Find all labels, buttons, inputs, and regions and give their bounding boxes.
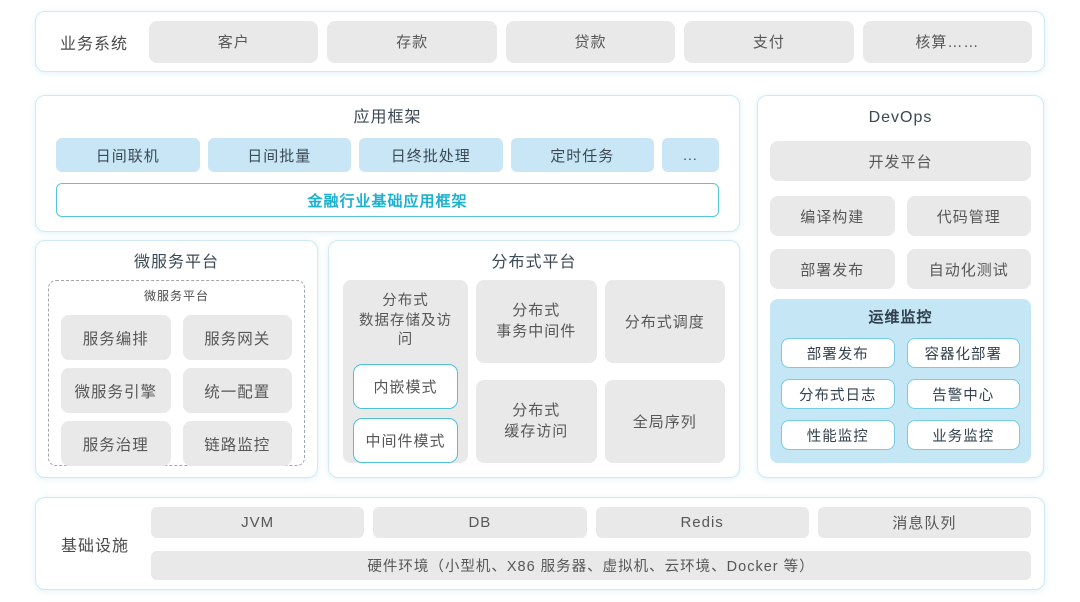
business-systems-panel: 业务系统 客户 存款 贷款 支付 核算…… (35, 11, 1045, 72)
devops-item-build: 编译构建 (770, 196, 895, 236)
infra-item-mq: 消息队列 (817, 507, 1031, 538)
monitor-item-perf-monitor: 性能监控 (781, 420, 895, 450)
distributed-panel: 分布式平台 分布式 数据存储及访问 内嵌模式 中间件模式 分布式 事务中间件 分… (328, 240, 740, 478)
monitor-item-distributed-log: 分布式日志 (781, 379, 895, 409)
devops-dev-platform: 开发平台 (770, 141, 1031, 181)
fw-item-daytime-batch: 日间批量 (207, 138, 351, 172)
ops-monitor-panel: 运维监控 部署发布 容器化部署 分布式日志 告警中心 性能监控 业务监控 (770, 299, 1031, 463)
ms-item-unified-config: 统一配置 (182, 368, 292, 413)
ops-monitor-title: 运维监控 (868, 309, 933, 326)
fw-item-daytime-online: 日间联机 (56, 138, 200, 172)
microservice-inner-title: 微服务平台 (143, 289, 209, 303)
distributed-middle-column: 分布式 事务中间件 分布式 缓存访问 (476, 280, 597, 463)
business-item-payment: 支付 (684, 20, 854, 63)
monitor-item-biz-monitor: 业务监控 (906, 420, 1020, 450)
microservice-title: 微服务平台 (133, 254, 219, 271)
ops-monitor-grid: 部署发布 容器化部署 分布式日志 告警中心 性能监控 业务监控 (781, 338, 1020, 450)
microservice-inner-box: 微服务平台 服务编排 服务网关 微服务引擎 统一配置 服务治理 链路监控 (48, 280, 305, 466)
ms-item-trace-monitor: 链路监控 (182, 421, 292, 466)
distributed-storage-box: 分布式 数据存储及访问 内嵌模式 中间件模式 (343, 280, 468, 463)
infrastructure-row: JVM DB Redis 消息队列 (151, 507, 1031, 538)
ms-item-orchestration: 服务编排 (61, 315, 171, 360)
app-framework-row: 日间联机 日间批量 日终批处理 定时任务 ... (56, 138, 719, 172)
fw-base-framework: 金融行业基础应用框架 (56, 183, 719, 217)
distributed-body: 分布式 数据存储及访问 内嵌模式 中间件模式 分布式 事务中间件 分布式 缓存访… (343, 280, 725, 463)
monitor-item-container-deploy: 容器化部署 (906, 338, 1020, 368)
fw-item-scheduled-tasks: 定时任务 (510, 138, 654, 172)
devops-item-deploy: 部署发布 (770, 249, 895, 289)
distributed-title: 分布式平台 (491, 254, 577, 271)
ms-item-gateway: 服务网关 (182, 315, 292, 360)
business-item-loan: 贷款 (505, 20, 676, 63)
monitor-item-deploy-release: 部署发布 (781, 338, 895, 368)
infra-item-jvm: JVM (151, 507, 365, 538)
ms-item-governance: 服务治理 (61, 421, 171, 466)
storage-mode-middleware: 中间件模式 (353, 417, 458, 463)
infra-hardware-bar: 硬件环境（小型机、X86 服务器、虚拟机、云环境、Docker 等） (151, 551, 1031, 580)
devops-item-code-mgmt: 代码管理 (906, 196, 1031, 236)
devops-title: DevOps (868, 109, 933, 126)
infrastructure-label: 基础设施 (60, 537, 129, 555)
business-item-customer: 客户 (149, 20, 319, 63)
fw-item-more: ... (662, 138, 719, 172)
app-framework-title: 应用框架 (353, 109, 422, 126)
storage-mode-embedded: 内嵌模式 (353, 363, 458, 409)
devops-grid: 编译构建 代码管理 部署发布 自动化测试 (770, 196, 1031, 289)
devops-panel: DevOps 开发平台 编译构建 代码管理 部署发布 自动化测试 运维监控 部署… (757, 95, 1044, 478)
business-item-deposit: 存款 (327, 20, 497, 63)
microservice-panel: 微服务平台 微服务平台 服务编排 服务网关 微服务引擎 统一配置 服务治理 链路… (35, 240, 318, 478)
app-framework-panel: 应用框架 日间联机 日间批量 日终批处理 定时任务 ... 金融行业基础应用框架 (35, 95, 740, 232)
distributed-storage-label: 分布式 数据存储及访问 (359, 293, 452, 349)
dist-item-cache: 分布式 缓存访问 (476, 380, 597, 463)
dist-item-scheduling: 分布式调度 (604, 280, 725, 363)
microservice-grid: 服务编排 服务网关 微服务引擎 统一配置 服务治理 链路监控 (61, 315, 292, 466)
infra-item-redis: Redis (595, 507, 809, 538)
dist-item-sequence: 全局序列 (604, 380, 725, 463)
business-item-accounting: 核算…… (862, 20, 1033, 63)
infra-item-db: DB (373, 507, 587, 538)
monitor-item-alert-center: 告警中心 (906, 379, 1020, 409)
business-systems-label: 业务系统 (59, 35, 128, 53)
infrastructure-content: JVM DB Redis 消息队列 硬件环境（小型机、X86 服务器、虚拟机、云… (151, 507, 1031, 580)
devops-item-auto-test: 自动化测试 (906, 249, 1031, 289)
distributed-right-column: 分布式调度 全局序列 (604, 280, 725, 463)
dist-item-transaction: 分布式 事务中间件 (476, 280, 597, 363)
ms-item-engine: 微服务引擎 (61, 368, 171, 413)
fw-item-eod-batch: 日终批处理 (359, 138, 503, 172)
infrastructure-panel: 基础设施 JVM DB Redis 消息队列 硬件环境（小型机、X86 服务器、… (35, 497, 1045, 590)
